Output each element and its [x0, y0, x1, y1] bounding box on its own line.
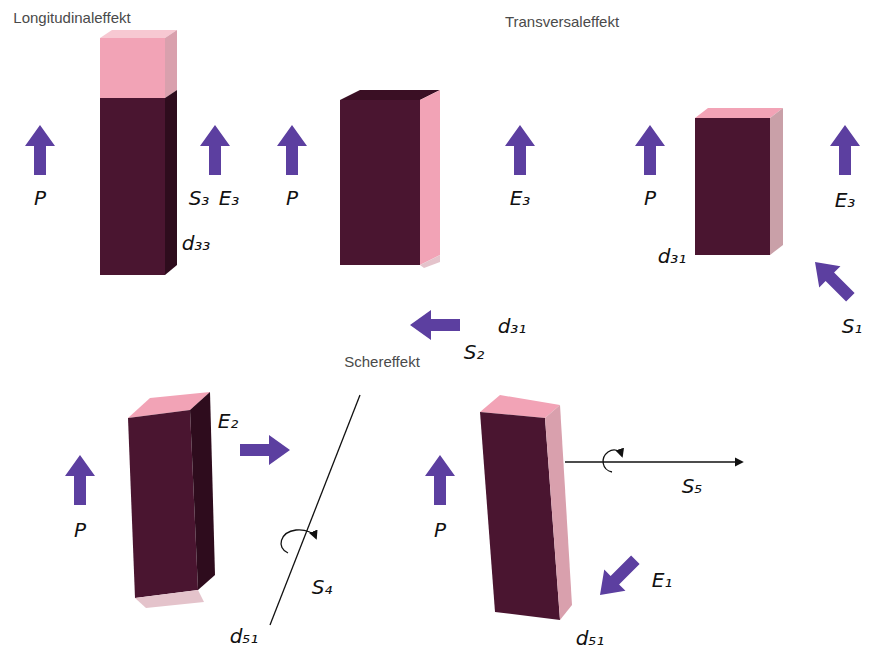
shear-axis — [270, 395, 360, 625]
field-arrow — [830, 125, 860, 175]
polarization-arrow — [277, 125, 307, 175]
field-arrow — [589, 549, 646, 606]
piezo-block — [128, 392, 215, 608]
symbol-label: P — [434, 519, 446, 541]
symbol-label: S₂ — [464, 341, 485, 363]
symbol-label: S₅ — [682, 475, 703, 497]
symbol-label: P — [74, 519, 86, 541]
symbol-label: d₅₁ — [230, 625, 259, 647]
symbol-label: d₅₁ — [576, 627, 605, 649]
section-heading: Longitudinaleffekt — [13, 10, 130, 27]
symbol-label: E₁ — [652, 569, 673, 591]
polarization-arrow — [425, 455, 455, 505]
piezo-block — [480, 395, 572, 620]
section-heading: Transversaleffekt — [505, 14, 619, 31]
section-heading: Schereffekt — [344, 354, 420, 371]
symbol-label: d₃₁ — [498, 315, 527, 337]
symbol-label: S₁ — [842, 315, 863, 337]
symbol-label: E₃ — [219, 187, 240, 209]
piezo-block — [695, 108, 783, 255]
symbol-label: S₃ — [189, 187, 210, 209]
symbol-label: P — [34, 187, 46, 209]
piezo-block — [340, 90, 440, 268]
shear-axis — [565, 461, 742, 462]
symbol-label: d₃₁ — [658, 245, 687, 267]
symbol-label: P — [644, 187, 656, 209]
symbol-label: d₃₃ — [182, 232, 211, 254]
symbol-label: P — [286, 187, 298, 209]
polarization-arrow — [25, 125, 55, 175]
strain-arrow — [410, 310, 460, 340]
symbol-label: E₃ — [835, 189, 856, 211]
symbol-label: E₂ — [218, 410, 239, 432]
piezo-block — [100, 30, 177, 275]
strain-arrow — [804, 251, 861, 308]
field-arrow — [200, 125, 230, 175]
symbol-label: S₄ — [312, 576, 333, 598]
symbol-label: E₃ — [510, 187, 531, 209]
field-arrow — [505, 125, 535, 175]
polarization-arrow — [635, 125, 665, 175]
field-arrow — [240, 435, 290, 465]
rotation-arrow — [603, 450, 622, 472]
rotation-arrow — [281, 530, 316, 553]
polarization-arrow — [65, 455, 95, 505]
